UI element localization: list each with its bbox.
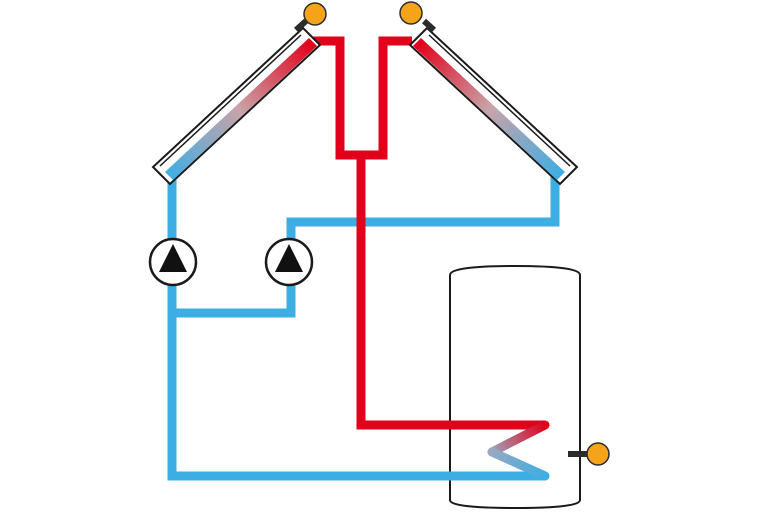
temperature-sensor-icon <box>303 2 327 26</box>
sensor-stem <box>293 18 309 33</box>
pump-left <box>148 237 198 287</box>
pump-bridge-line <box>172 172 560 318</box>
collector-absorber <box>165 38 317 180</box>
heat-exchanger-coil-top <box>487 420 550 457</box>
collector-absorber <box>413 38 565 180</box>
heat-exchanger-coil-bottom <box>487 447 550 481</box>
pump-right <box>264 237 314 287</box>
tank-sensor <box>568 442 610 466</box>
storage-tank <box>448 264 581 510</box>
pump-triangle-icon <box>275 244 303 272</box>
hot-supply-piping <box>310 36 490 430</box>
solar-collector-left <box>151 26 322 186</box>
collector-sensor-right <box>399 1 437 33</box>
collector-sensor-left <box>293 2 327 33</box>
pump-triangle-icon <box>159 244 187 272</box>
collector-glass-line <box>159 34 302 167</box>
hot-supply-line <box>310 36 412 160</box>
tank-body <box>449 264 581 510</box>
solar-collector-right <box>408 26 579 186</box>
hot-down-line <box>356 155 490 430</box>
collector-glass-line <box>428 34 571 167</box>
temperature-sensor-icon <box>586 442 610 466</box>
sensor-stem <box>421 18 437 33</box>
temperature-sensor-icon <box>399 1 423 25</box>
